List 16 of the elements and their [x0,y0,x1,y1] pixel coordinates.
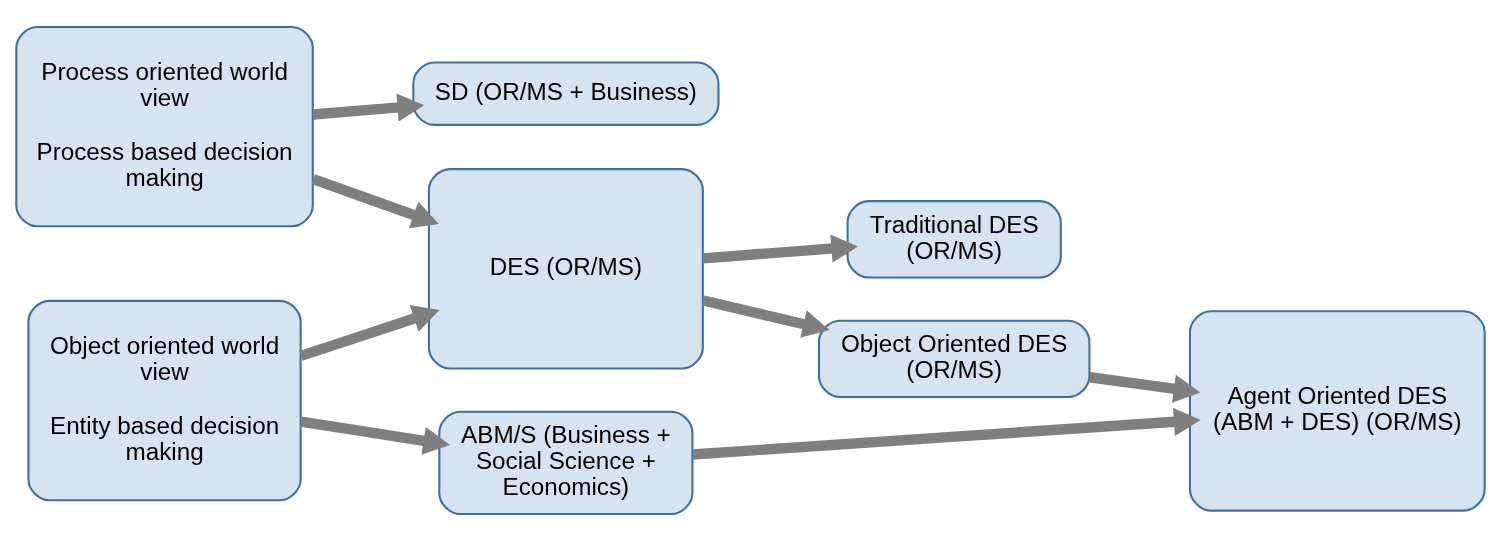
node-box: Object oriented world view Entity based decision making [27,299,302,501]
arrow [299,304,440,361]
arrow [300,416,451,455]
node-box: Agent Oriented DES (ABM + DES) (OR/MS) [1188,309,1486,512]
arrow [311,173,439,228]
node-box: Process oriented world view Process based decision making [15,25,314,227]
node-box: SD (OR/MS + Business) [412,60,720,126]
arrow [1089,371,1201,403]
node-box: DES (OR/MS) [427,167,704,369]
node-box: Object Oriented DES (OR/MS) [817,319,1091,398]
arrow [702,234,859,264]
arrow [312,92,425,121]
node-box: ABM/S (Business + Social Science + Economics) [438,410,694,515]
arrow [692,407,1201,460]
arrow [702,294,830,338]
node-box: Traditional DES (OR/MS) [846,199,1062,278]
